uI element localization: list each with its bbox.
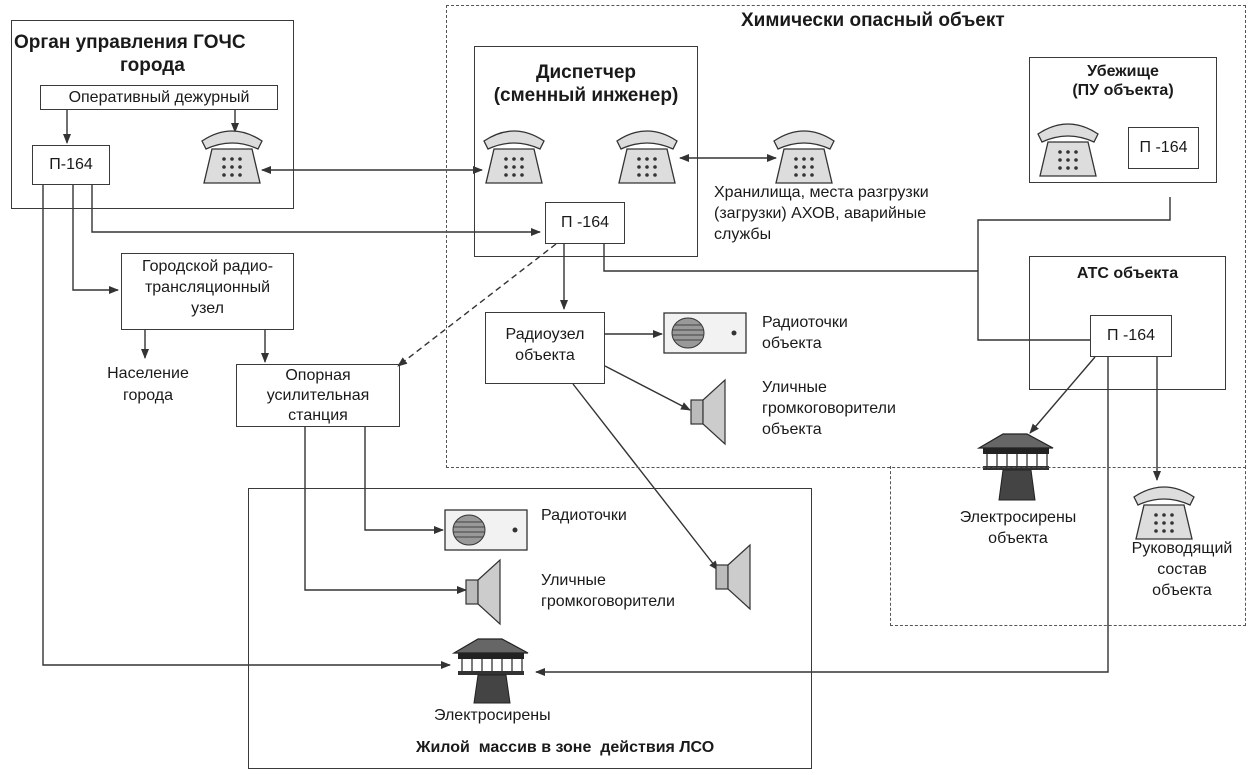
line-p164-to-sirens xyxy=(42,185,451,669)
phone-icon xyxy=(483,130,545,184)
line-p164-to-radio-node xyxy=(72,185,119,294)
p164-ats-box xyxy=(1090,315,1172,357)
duty-officer-box xyxy=(40,85,278,110)
chem-object-region-ext xyxy=(890,466,1246,626)
residential-radiopoints-label: Радиоточки xyxy=(541,507,627,524)
object-radio-box xyxy=(485,312,605,384)
line-amp-to-radiopoints xyxy=(364,427,444,534)
p164-city-box xyxy=(32,145,110,185)
line-objradio-to-speakers xyxy=(604,365,691,411)
phone-icon xyxy=(1037,123,1099,177)
p164-city-label: П-164 xyxy=(49,156,93,173)
loudspeaker-icon xyxy=(465,558,501,626)
phone-icon xyxy=(616,130,678,184)
p164-dispatch-label: П -164 xyxy=(561,214,609,231)
object-speakers-label-1: Уличные xyxy=(762,379,827,396)
object-radiopoints-label-2: объекта xyxy=(762,335,822,352)
storage-label-3: службы xyxy=(714,226,772,243)
line-shelter-to-ats xyxy=(977,197,1171,341)
p164-ats-label: П -164 xyxy=(1107,327,1155,344)
line-ats-to-sirens xyxy=(1029,356,1096,434)
phone-icon xyxy=(201,130,263,184)
object-radiopoints-label-1: Радиоточки xyxy=(762,314,848,331)
loudspeaker-icon xyxy=(715,543,751,611)
management-label-3: объекта xyxy=(1152,582,1212,599)
storage-label-1: Хранилища, места разгрузки xyxy=(714,184,929,201)
dispatcher-box xyxy=(474,46,698,257)
p164-dispatch-box xyxy=(545,202,625,244)
city-radio-label-3: узел xyxy=(191,300,224,317)
duty-officer-label: Оперативный дежурный xyxy=(68,89,250,106)
storage-label-2: (загрузки) АХОВ, аварийные xyxy=(714,205,927,222)
management-label-2: состав xyxy=(1157,561,1207,578)
amp-station-label-3: станция xyxy=(288,407,348,424)
siren-icon xyxy=(451,638,529,704)
city-radio-label-2: трансляционный xyxy=(144,279,271,296)
residential-sirens-label: Электросирены xyxy=(434,707,551,724)
shelter-title: Убежище xyxy=(1087,63,1159,80)
gochs-box xyxy=(11,20,294,209)
gochs-title: Орган управления ГОЧС xyxy=(14,32,246,53)
city-radio-label-1: Городской радио- xyxy=(141,258,274,275)
amp-station-label-2: усилительная xyxy=(266,387,370,404)
object-radio-label-1: Радиоузел xyxy=(505,326,585,343)
line-p164-to-amp-dashed xyxy=(397,243,557,367)
ats-box xyxy=(1029,256,1226,390)
p164-shelter-box xyxy=(1128,127,1199,169)
city-radio-box xyxy=(121,253,294,330)
chem-object-region xyxy=(446,5,1246,468)
residential-title: Жилой массив в зоне действия ЛСО xyxy=(416,739,715,756)
loudspeaker-icon xyxy=(690,378,726,446)
shelter-box xyxy=(1029,57,1217,183)
object-speakers-label-3: объекта xyxy=(762,421,822,438)
line-amp-to-speakers xyxy=(304,427,467,594)
ats-title: АТС объекта xyxy=(1076,265,1179,282)
amp-station-label-1: Опорная xyxy=(285,367,351,384)
residential-box xyxy=(248,488,812,769)
line-ats-to-res-sirens xyxy=(535,357,1109,676)
management-label-1: Руководящий xyxy=(1131,540,1233,557)
population-label-2: города xyxy=(122,387,174,404)
dispatcher-title: Диспетчер xyxy=(535,62,637,83)
siren-icon xyxy=(976,433,1054,501)
phone-icon xyxy=(1133,486,1195,540)
residential-speakers-label-1: Уличные xyxy=(541,572,606,589)
line-dispatch-to-ats xyxy=(603,244,978,272)
object-sirens-label-2: объекта xyxy=(988,530,1048,547)
dispatcher-subtitle: (сменный инженер) xyxy=(493,85,679,106)
shelter-subtitle: (ПУ объекта) xyxy=(1072,82,1174,99)
line-objradio-to-res-speakers xyxy=(572,383,719,571)
phone-icon xyxy=(773,130,835,184)
amp-station-box xyxy=(236,364,400,427)
chem-object-title: Химически опасный объект xyxy=(741,10,1005,31)
object-sirens-label-1: Электросирены xyxy=(959,509,1077,526)
residential-speakers-label-2: громкоговорители xyxy=(541,593,675,610)
p164-shelter-label: П -164 xyxy=(1139,139,1188,156)
object-radio-label-2: объекта xyxy=(515,347,575,364)
line-p164-to-dispatch-p164 xyxy=(91,185,541,236)
object-speakers-label-2: громкоговорители xyxy=(762,400,896,417)
population-label-1: Население xyxy=(107,365,189,382)
radio-point-icon xyxy=(663,312,747,354)
gochs-title-2: города xyxy=(120,55,185,76)
radio-point-icon xyxy=(444,509,528,551)
